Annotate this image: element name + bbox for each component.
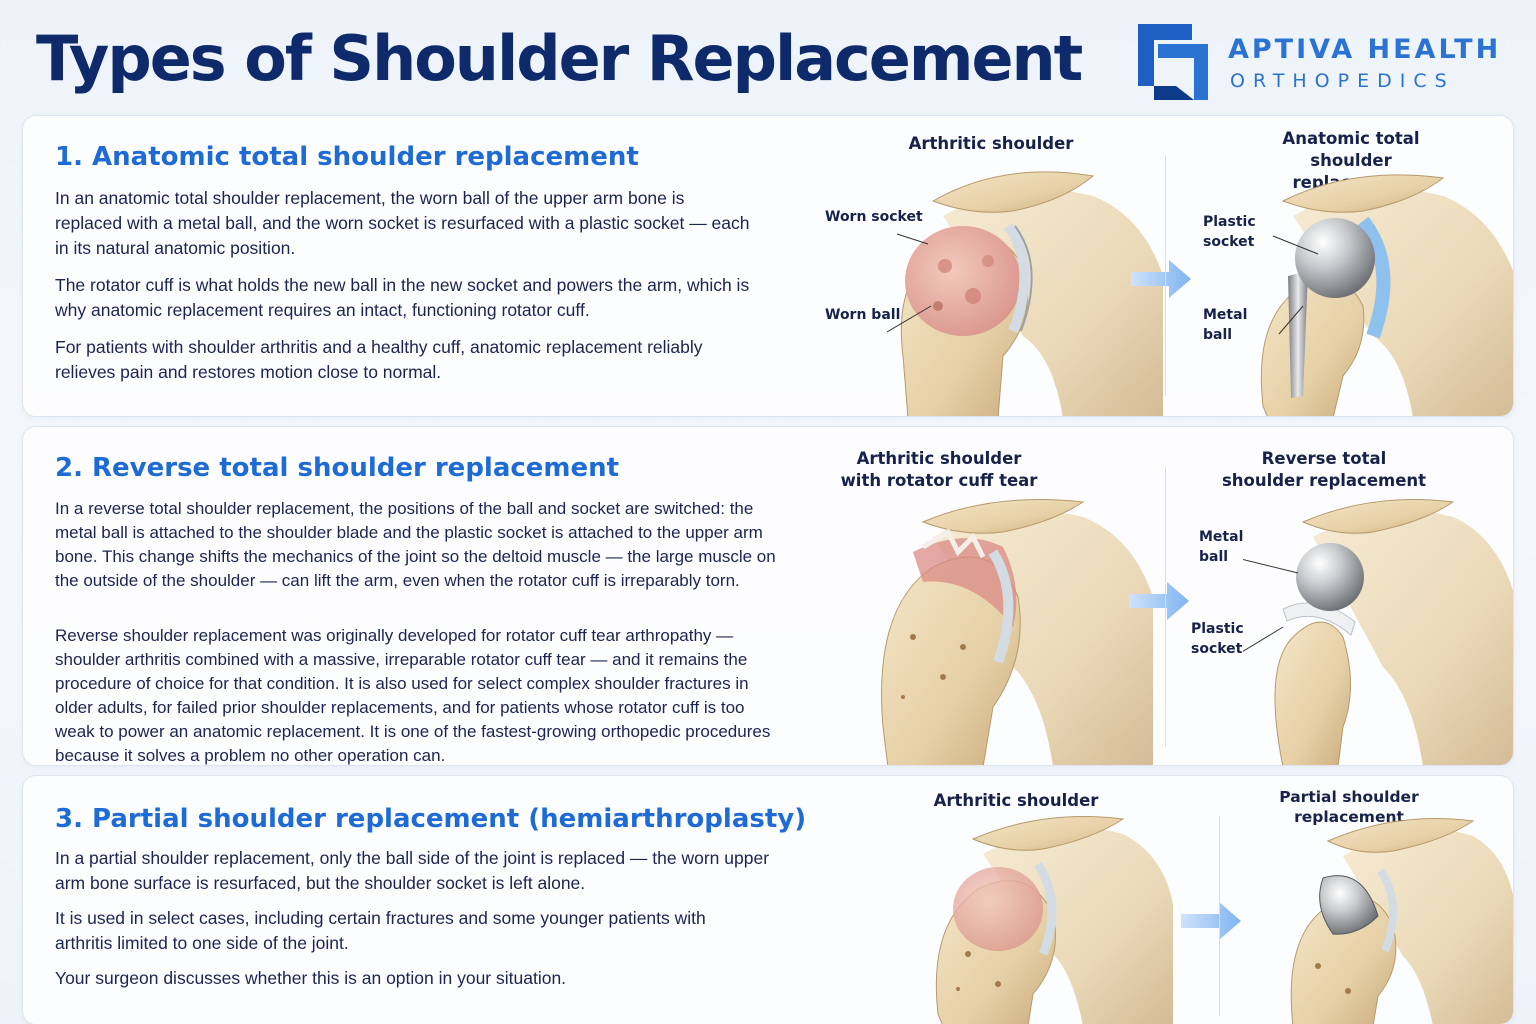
section-reverse: 2. Reverse total shoulder replacement In… [22,426,1514,766]
section-paragraph: Reverse shoulder replacement was origina… [55,626,771,765]
section-title: 2. Reverse total shoulder replacement [55,453,620,483]
section-title: 1. Anatomic total shoulder replacement [55,142,639,172]
section-paragraph: In an anatomic total shoulder replacemen… [55,188,750,258]
callout-metal-ball: Metal ball [1199,529,1244,565]
section-partial: 3. Partial shoulder replacement (hemiart… [22,775,1514,1024]
brand-subtitle: ORTHOPEDICS [1230,70,1455,92]
figure-divider [1165,467,1166,747]
section-paragraph: The rotator cuff is what holds the new b… [55,275,750,320]
brand-name: APTIVA HEALTH [1228,34,1502,65]
callout-plastic-socket: Plastic socket [1191,621,1244,657]
section-paragraph: It is used in select cases, including ce… [55,908,706,953]
anatomic-replacement-illustration [1260,174,1513,416]
figure-label-before: Arthritic shoulder [908,134,1074,153]
callout-worn-socket: Worn socket [825,209,923,225]
section-paragraph: In a reverse total shoulder replacement,… [55,499,776,590]
callout-worn-ball: Worn ball [825,307,901,323]
section-paragraph: In a partial shoulder replacement, only … [55,848,770,893]
brand-mark-icon [1138,24,1208,100]
figure-divider [1219,816,1220,1016]
section-paragraph: Your surgeon discusses whether this is a… [55,968,567,988]
callout-metal-ball: Metal ball [1203,307,1248,343]
figure-label-before: Arthritic shoulder with rotator cuff tea… [840,449,1038,490]
partial-replacement-illustration [1290,818,1513,1024]
cuff-tear-shoulder-illustration [881,499,1153,765]
figure-divider [1165,156,1166,396]
arthritic-shoulder-illustration [886,171,1163,416]
figure-label-after: Reverse total shoulder replacement [1221,449,1427,490]
section-title: 3. Partial shoulder replacement (hemiart… [55,804,807,834]
arthritic-shoulder-illustration [935,816,1173,1024]
figure-label-after: Partial shoulder replacement [1279,788,1419,826]
page-title: Types of Shoulder Replacement [36,22,1083,95]
section-anatomic: 1. Anatomic total shoulder replacement I… [22,115,1514,417]
arrow-right-icon [1129,582,1189,620]
arrow-right-icon [1181,902,1241,940]
brand-logo: APTIVA HEALTH ORTHOPEDICS [1136,22,1498,102]
arrow-right-icon [1131,260,1191,298]
reverse-replacement-illustration [1243,499,1513,765]
callout-plastic-socket: Plastic socket [1203,214,1256,250]
section-paragraph: For patients with shoulder arthritis and… [55,337,703,382]
figure-label-before: Arthritic shoulder [933,791,1099,810]
